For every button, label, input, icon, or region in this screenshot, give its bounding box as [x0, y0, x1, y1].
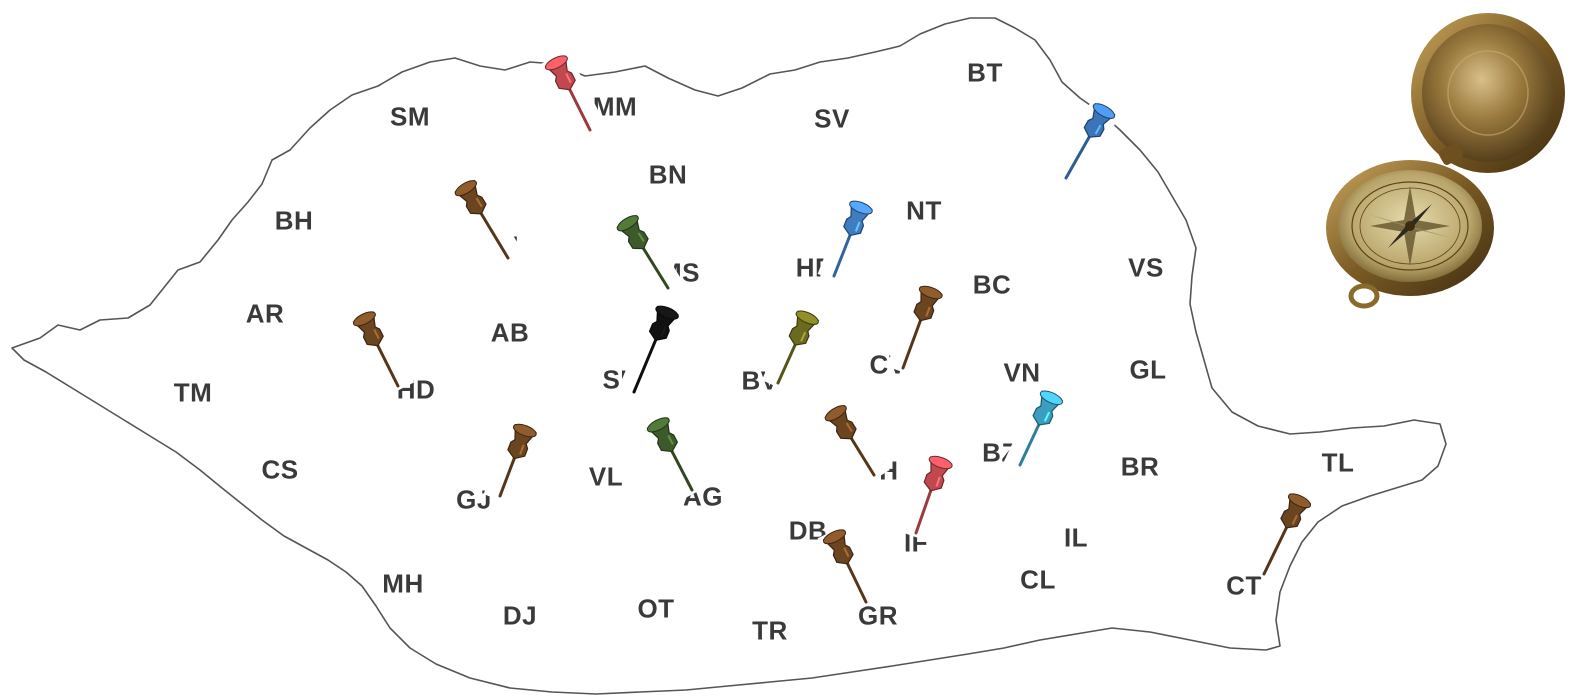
- county-label-ab: AB: [490, 317, 530, 348]
- compass-icon: [1326, 13, 1565, 309]
- county-label-nt: NT: [906, 195, 942, 226]
- county-label-cl: CL: [1020, 564, 1056, 595]
- county-label-vs: VS: [1128, 252, 1164, 283]
- county-label-ct: CT: [1226, 570, 1262, 601]
- county-label-sv: SV: [814, 103, 850, 134]
- pushpin-icon: [886, 281, 948, 378]
- county-label-tl: TL: [1321, 447, 1355, 478]
- county-label-mh: MH: [382, 568, 424, 599]
- pushpin-icon: [449, 174, 524, 270]
- county-label-gl: GL: [1129, 354, 1167, 385]
- county-label-vl: VL: [588, 461, 624, 492]
- pushpin-icon: [819, 399, 890, 487]
- pushpin-icon: [1247, 488, 1317, 585]
- county-label-bn: BN: [648, 159, 688, 190]
- county-label-dj: DJ: [502, 600, 538, 631]
- county-label-bt: BT: [967, 57, 1003, 88]
- county-label-sm: SM: [390, 101, 430, 132]
- county-label-ot: OT: [637, 593, 675, 624]
- county-label-tr: TR: [752, 615, 788, 646]
- pushpin-icon: [483, 419, 542, 506]
- country-border: [11, 17, 1447, 695]
- pushpin-icon: [761, 305, 825, 394]
- pushpin-icon: [347, 306, 415, 397]
- pushpin-icon: [817, 196, 879, 286]
- pushpin-icon: [1003, 385, 1069, 476]
- county-label-br: BR: [1120, 451, 1160, 482]
- pushpin-icon: [817, 524, 883, 613]
- county-label-ar: AR: [245, 298, 285, 329]
- pushpin-icon: [1050, 97, 1121, 190]
- county-label-bh: BH: [274, 205, 314, 236]
- county-label-bc: BC: [972, 269, 1012, 300]
- county-label-cs: CS: [261, 454, 299, 485]
- pushpin-icon: [641, 412, 709, 501]
- county-label-il: IL: [1063, 522, 1089, 553]
- county-label-vn: VN: [1003, 357, 1041, 388]
- pushpin-icon: [899, 451, 958, 543]
- county-label-tm: TM: [173, 377, 213, 408]
- pushpin-icon: [539, 50, 607, 141]
- pushpin-icon: [617, 300, 685, 402]
- pushpin-icon: [611, 209, 684, 300]
